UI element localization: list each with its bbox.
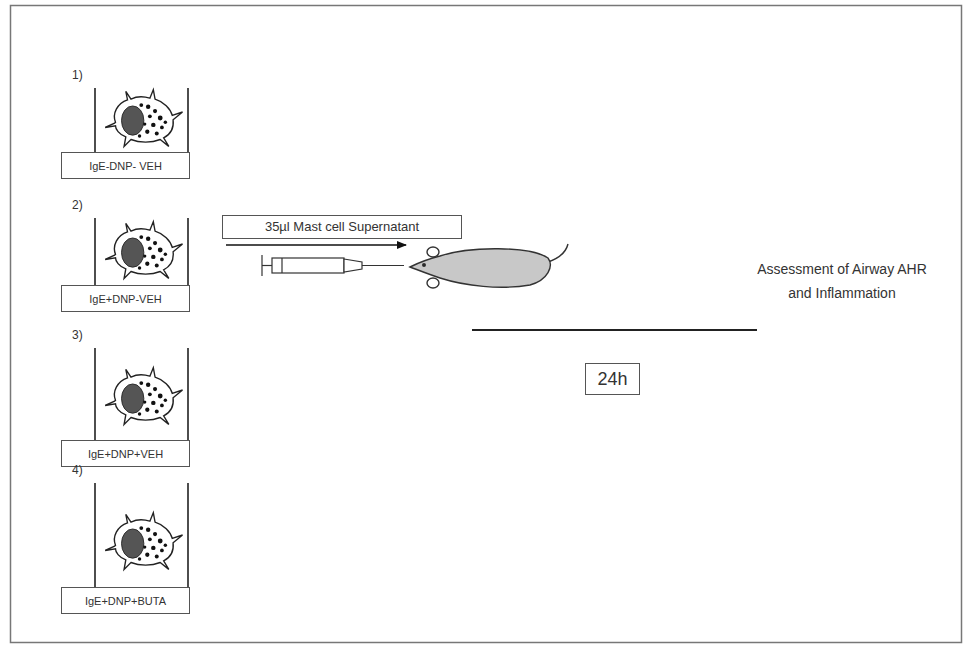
label-box: IgE+DNP-VEH: [61, 285, 190, 312]
callout-number: 2): [72, 198, 83, 212]
label-box: 35µl Mast cell Supernatant: [222, 215, 462, 239]
callout-number: 4): [72, 463, 83, 477]
callout-number: 3): [72, 328, 83, 342]
box-text: 24h: [597, 369, 627, 390]
callout-number: 1): [72, 68, 83, 82]
label-box: IgE+DNP+VEH: [61, 440, 190, 467]
box-text: IgE+DNP-VEH: [89, 293, 161, 305]
label-box: IgE-DNP- VEH: [61, 152, 190, 179]
box-text: IgE+DNP+BUTA: [85, 595, 166, 607]
box-text: 35µl Mast cell Supernatant: [265, 219, 419, 234]
label-box: IgE+DNP+BUTA: [61, 587, 190, 614]
duration-box: 24h: [585, 363, 640, 395]
box-text: IgE+DNP+VEH: [88, 448, 163, 460]
note-text: Assessment of Airway AHR and Inflammatio…: [757, 258, 927, 306]
box-text: IgE-DNP- VEH: [89, 160, 162, 172]
